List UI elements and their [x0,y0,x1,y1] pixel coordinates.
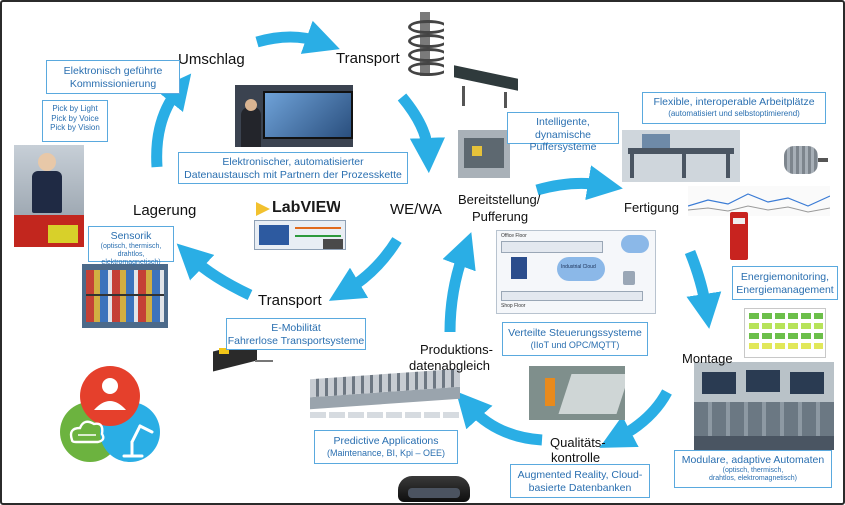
robot-arm-icon [122,424,154,458]
arrow-transport-to-wewa [397,93,446,174]
workstations-photo [622,130,740,182]
hololens-headset-photo [394,466,474,503]
industrial-cloud-label: Industrial Cloud [561,264,596,270]
box-arbeitsplaetze: Flexible, interoperable Arbeitplätze (au… [642,92,826,124]
labview-screenshot [254,220,346,250]
stage-transport-top: Transport [336,50,400,67]
arrow-transport-to-lagerung [176,243,253,300]
arrow-lagerung-to-umschlag [151,73,192,168]
modular-automation-photo [694,362,834,450]
arrow-umschlag-to-transport [255,20,340,54]
belt-conveyor-photo [452,62,520,108]
stage-bereitstellung-line1: Bereitstellung/ [458,192,541,207]
picker-worker-photo [14,145,84,247]
box-pick-methods: Pick by Light Pick by Voice Pick by Visi… [42,100,108,142]
shop-floor-label: Shop Floor [501,303,526,309]
arrow-produktion-to-bereitstellung [442,232,476,333]
stage-bereitstellung-line2: Pufferung [472,209,529,224]
box-augmented-reality: Augmented Reality, Cloud- basierte Daten… [510,464,650,498]
stage-we-wa: WE/WA [390,201,442,218]
agv-vehicle-photo [207,340,275,376]
stage-qualitaet-line2: kontrolle [551,450,601,465]
warehouse-bins-photo [82,264,168,328]
arrow-fertigung-to-montage [684,249,722,329]
office-floor-label: Office Floor [501,233,527,239]
person-icon [94,378,126,410]
stage-umschlag: Umschlag [178,51,245,68]
box-datenaustausch: Elektronischer, automatisierter Datenaus… [178,152,408,184]
montage-dashboard-screen [744,308,826,358]
box-kommissionierung: Elektronisch geführte Kommissionierung [46,60,180,94]
stage-montage: Montage [682,351,733,366]
stage-produktion-line2: datenabgleich [409,358,490,373]
stage-fertigung: Fertigung [624,200,679,215]
arrow-qualitaet-to-produktion [455,391,543,446]
box-puffersysteme: Intelligente, dynamische Puffersysteme [507,112,619,153]
cloud-icon [69,420,105,444]
box-e-mobilitaet: E-Mobilität Fahrerlose Transportsysteme [226,318,366,350]
box-energiemonitoring: Energiemonitoring, Energiemanagement [732,266,838,300]
arrow-bereitstellung-to-fertigung [535,165,623,201]
cloud-architecture-diagram: Office Floor Industrial Cloud Shop Floor [496,230,656,314]
stage-produktion-line1: Produktions- [420,342,493,357]
electric-motor-photo [780,142,828,180]
touchscreen-operator-photo [235,85,353,147]
stage-qualitaet-line1: Qualitäts- [550,435,606,450]
box-modulare-automaten: Modulare, adaptive Automaten (optisch, t… [674,450,832,488]
arrow-montage-to-qualitaet [599,389,672,448]
box-steuerungssysteme: Verteilte Steuerungssysteme (IIoT und OP… [502,322,648,356]
labview-logo-text: LabVIEW [272,199,340,216]
labview-logo: LabVIEW [256,199,340,219]
stage-transport-bottom: Transport [258,292,322,309]
industry-venn-logo [60,366,160,462]
quality-cell-render [529,366,625,420]
spiral-conveyor-photo [406,12,444,76]
arrow-wewa-to-transport [328,237,402,301]
box-predictive-applications: Predictive Applications (Maintenance, BI… [314,430,458,464]
energy-chart-illustration [688,186,830,216]
box-sensorik: Sensorik (optisch, thermisch, drahtlos, … [88,226,174,266]
production-line-photo [310,368,460,422]
buffer-machine-photo [458,130,510,178]
stage-lagerung: Lagerung [133,202,197,219]
energy-meter-device [730,212,748,260]
